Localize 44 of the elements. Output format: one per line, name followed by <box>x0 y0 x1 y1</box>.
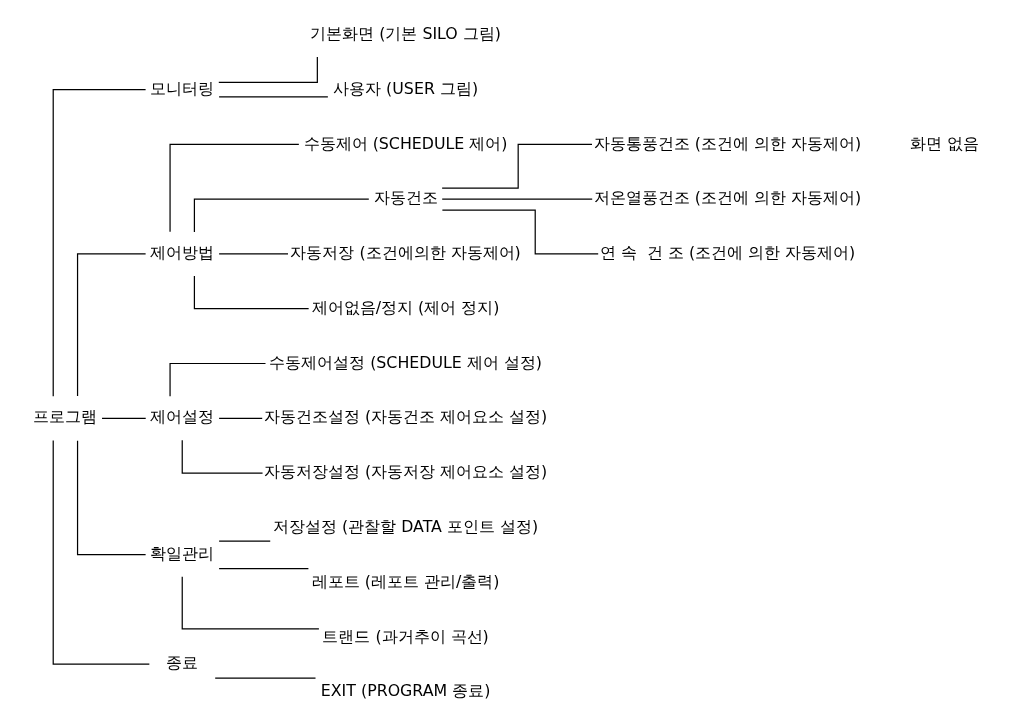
node-text: 저온열풍건조 (조건에 의한 자동제어) <box>593 188 861 208</box>
node-text: 연 속 건 조 (조건에 의한 자동제어) <box>599 243 855 263</box>
node-text: 자동저장설정 (자동저장 제어요소 설정) <box>263 462 547 482</box>
connector <box>76 440 146 556</box>
connector <box>441 198 593 200</box>
node-text: 모니터링 <box>149 78 214 98</box>
connector <box>181 439 263 474</box>
node-text: 저장설정 (관찰할 DATA 포인트 설정) <box>272 516 538 536</box>
connector <box>181 576 320 630</box>
node-text: 수동제어설정 (SCHEDULE 제어 설정) <box>268 352 542 372</box>
node-text: 제어없음/정지 (제어 정지) <box>311 297 499 317</box>
connector <box>193 198 369 233</box>
connector <box>441 209 599 255</box>
node-text: 자동통풍건조 (조건에 의한 자동제어) <box>593 133 861 153</box>
connector <box>218 568 309 570</box>
node-text: EXIT (PROGRAM 종료) <box>320 681 490 701</box>
connector <box>52 89 146 397</box>
node-text: 기본화면 (기본 SILO 그림) <box>309 24 501 43</box>
node-text: 자동건조 <box>373 188 438 208</box>
node-text: 사용자 (USER 그림) <box>332 78 478 98</box>
node-text: 프로그램 <box>32 407 97 427</box>
node-text: 확일관리 <box>149 543 214 563</box>
node-text: 자동저장 (조건에의한 자동제어) <box>289 243 521 263</box>
node-text: 제어방법 <box>149 243 214 263</box>
connector <box>441 143 593 189</box>
node-text: 제어설정 <box>149 407 214 427</box>
label: 화면 없음 <box>909 133 979 153</box>
connector <box>168 143 299 233</box>
connector <box>100 417 146 419</box>
node-text: 수동제어 (SCHEDULE 제어) <box>303 133 508 153</box>
connector <box>168 362 266 397</box>
connector <box>218 253 289 255</box>
connector <box>214 677 316 679</box>
connector <box>218 417 263 419</box>
connector <box>76 253 146 397</box>
connector <box>193 275 309 310</box>
connector <box>218 96 328 98</box>
connector <box>217 56 318 83</box>
node-text: 트랜드 (과거추이 곡선) <box>321 626 489 646</box>
node-text: 자동건조설정 (자동건조 제어요소 설정) <box>263 407 547 427</box>
node-text: 레포트 (레포트 관리/출력) <box>311 571 499 591</box>
node-text: 종료 <box>165 653 198 673</box>
connector <box>218 540 271 542</box>
connector <box>52 439 150 665</box>
